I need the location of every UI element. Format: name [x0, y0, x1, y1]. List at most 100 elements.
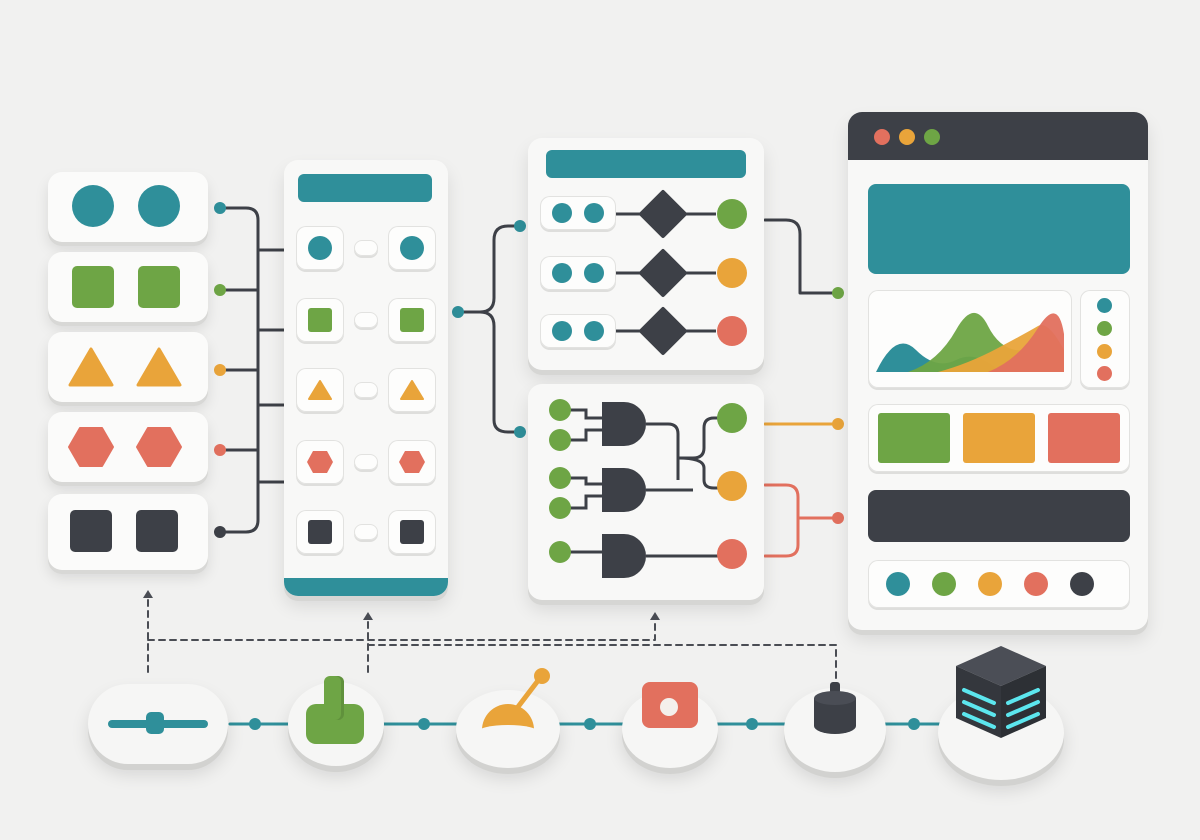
hexagon-icon	[68, 427, 114, 467]
circle-icon	[308, 236, 332, 260]
mapping-link	[354, 382, 378, 398]
hexagon-icon	[399, 451, 425, 473]
panel-footer-bar	[284, 578, 448, 596]
triangle-icon	[136, 347, 182, 387]
input-tile-triangles[interactable]	[48, 332, 208, 402]
decision-input[interactable]	[540, 256, 616, 290]
mapping-row[interactable]	[296, 368, 344, 412]
wire-dashed	[147, 597, 837, 691]
maximize-button[interactable]	[924, 129, 940, 145]
circle-icon	[400, 236, 424, 260]
dark-bar	[868, 490, 1130, 542]
teal-dot	[584, 321, 604, 341]
dark-square-icon	[308, 520, 332, 544]
palette-teal-dot[interactable]	[886, 572, 910, 596]
coral-block[interactable]	[1048, 413, 1120, 463]
teal-dot	[584, 203, 604, 223]
wire-out-top	[763, 218, 840, 295]
input-tile-hexagons[interactable]	[48, 412, 208, 482]
joystick-control[interactable]	[456, 668, 560, 768]
toggle-lever[interactable]	[324, 676, 344, 720]
and-gate-icon	[602, 468, 646, 512]
wire-out-coral	[763, 483, 840, 558]
wire-split	[456, 224, 522, 434]
and-gate-icon	[602, 402, 646, 446]
mapping-row[interactable]	[296, 440, 344, 484]
dark-square-icon	[136, 510, 178, 552]
mapping-row[interactable]	[388, 440, 436, 484]
chart-card	[868, 290, 1072, 388]
mapping-link	[354, 240, 378, 256]
legend-green-dot	[1097, 321, 1112, 336]
decision-input[interactable]	[540, 314, 616, 348]
hexagon-icon	[136, 427, 182, 467]
circle-icon	[72, 185, 114, 227]
input-tile-dark-squares[interactable]	[48, 494, 208, 570]
palette-row	[868, 560, 1130, 608]
palette-coral-dot[interactable]	[1024, 572, 1048, 596]
triangle-icon	[68, 347, 114, 387]
knob-control[interactable]	[784, 682, 886, 772]
square-icon	[308, 308, 332, 332]
decision-panel	[528, 138, 764, 370]
slider-control[interactable]	[88, 684, 228, 764]
mapping-row[interactable]	[388, 510, 436, 554]
logic-gate-panel	[528, 384, 764, 600]
mapping-link	[354, 524, 378, 540]
teal-dot	[584, 263, 604, 283]
mapping-panel	[284, 160, 448, 596]
processor-cube	[938, 646, 1064, 780]
dashboard-window	[848, 112, 1148, 630]
diamond-icon	[639, 249, 687, 297]
teal-dot	[552, 203, 572, 223]
minimize-button[interactable]	[899, 129, 915, 145]
color-blocks-card	[868, 404, 1130, 472]
green-block[interactable]	[878, 413, 950, 463]
orange-block[interactable]	[963, 413, 1035, 463]
window-titlebar	[848, 112, 1148, 160]
mapping-link	[354, 312, 378, 328]
logic-gates	[549, 399, 747, 578]
push-button-control[interactable]	[622, 682, 718, 768]
knob-icon	[814, 682, 856, 734]
teal-dot	[552, 321, 572, 341]
slider-thumb[interactable]	[146, 712, 164, 734]
mapping-row[interactable]	[296, 298, 344, 342]
area-chart-icon	[876, 312, 1064, 372]
palette-green-dot[interactable]	[932, 572, 956, 596]
decision-input[interactable]	[540, 196, 616, 230]
diamond-icon	[639, 307, 687, 355]
triangle-icon	[308, 380, 332, 400]
cube-icon	[956, 646, 1046, 738]
teal-dot	[552, 263, 572, 283]
close-button[interactable]	[874, 129, 890, 145]
legend-teal-dot	[1097, 298, 1112, 313]
mapping-row[interactable]	[388, 368, 436, 412]
input-tile-squares[interactable]	[48, 252, 208, 322]
legend-coral-dot	[1097, 366, 1112, 381]
input-tile-circles[interactable]	[48, 172, 208, 242]
square-icon	[72, 266, 114, 308]
button-cap[interactable]	[660, 698, 678, 716]
triangle-icon	[400, 380, 424, 400]
toggle-switch-control[interactable]	[288, 676, 384, 766]
mapping-row[interactable]	[296, 510, 344, 554]
square-icon	[138, 266, 180, 308]
circle-icon	[138, 185, 180, 227]
panel-header-bar	[546, 150, 746, 178]
palette-dark-dot[interactable]	[1070, 572, 1094, 596]
palette-orange-dot[interactable]	[978, 572, 1002, 596]
mapping-link	[354, 454, 378, 470]
decision-wiring	[616, 190, 747, 355]
hexagon-icon	[307, 451, 333, 473]
legend-orange-dot	[1097, 344, 1112, 359]
mapping-row[interactable]	[388, 298, 436, 342]
dark-square-icon	[70, 510, 112, 552]
mapping-row[interactable]	[296, 226, 344, 270]
hero-banner	[868, 184, 1130, 274]
panel-header-bar	[298, 174, 432, 202]
diamond-icon	[639, 190, 687, 238]
mapping-row[interactable]	[388, 226, 436, 270]
